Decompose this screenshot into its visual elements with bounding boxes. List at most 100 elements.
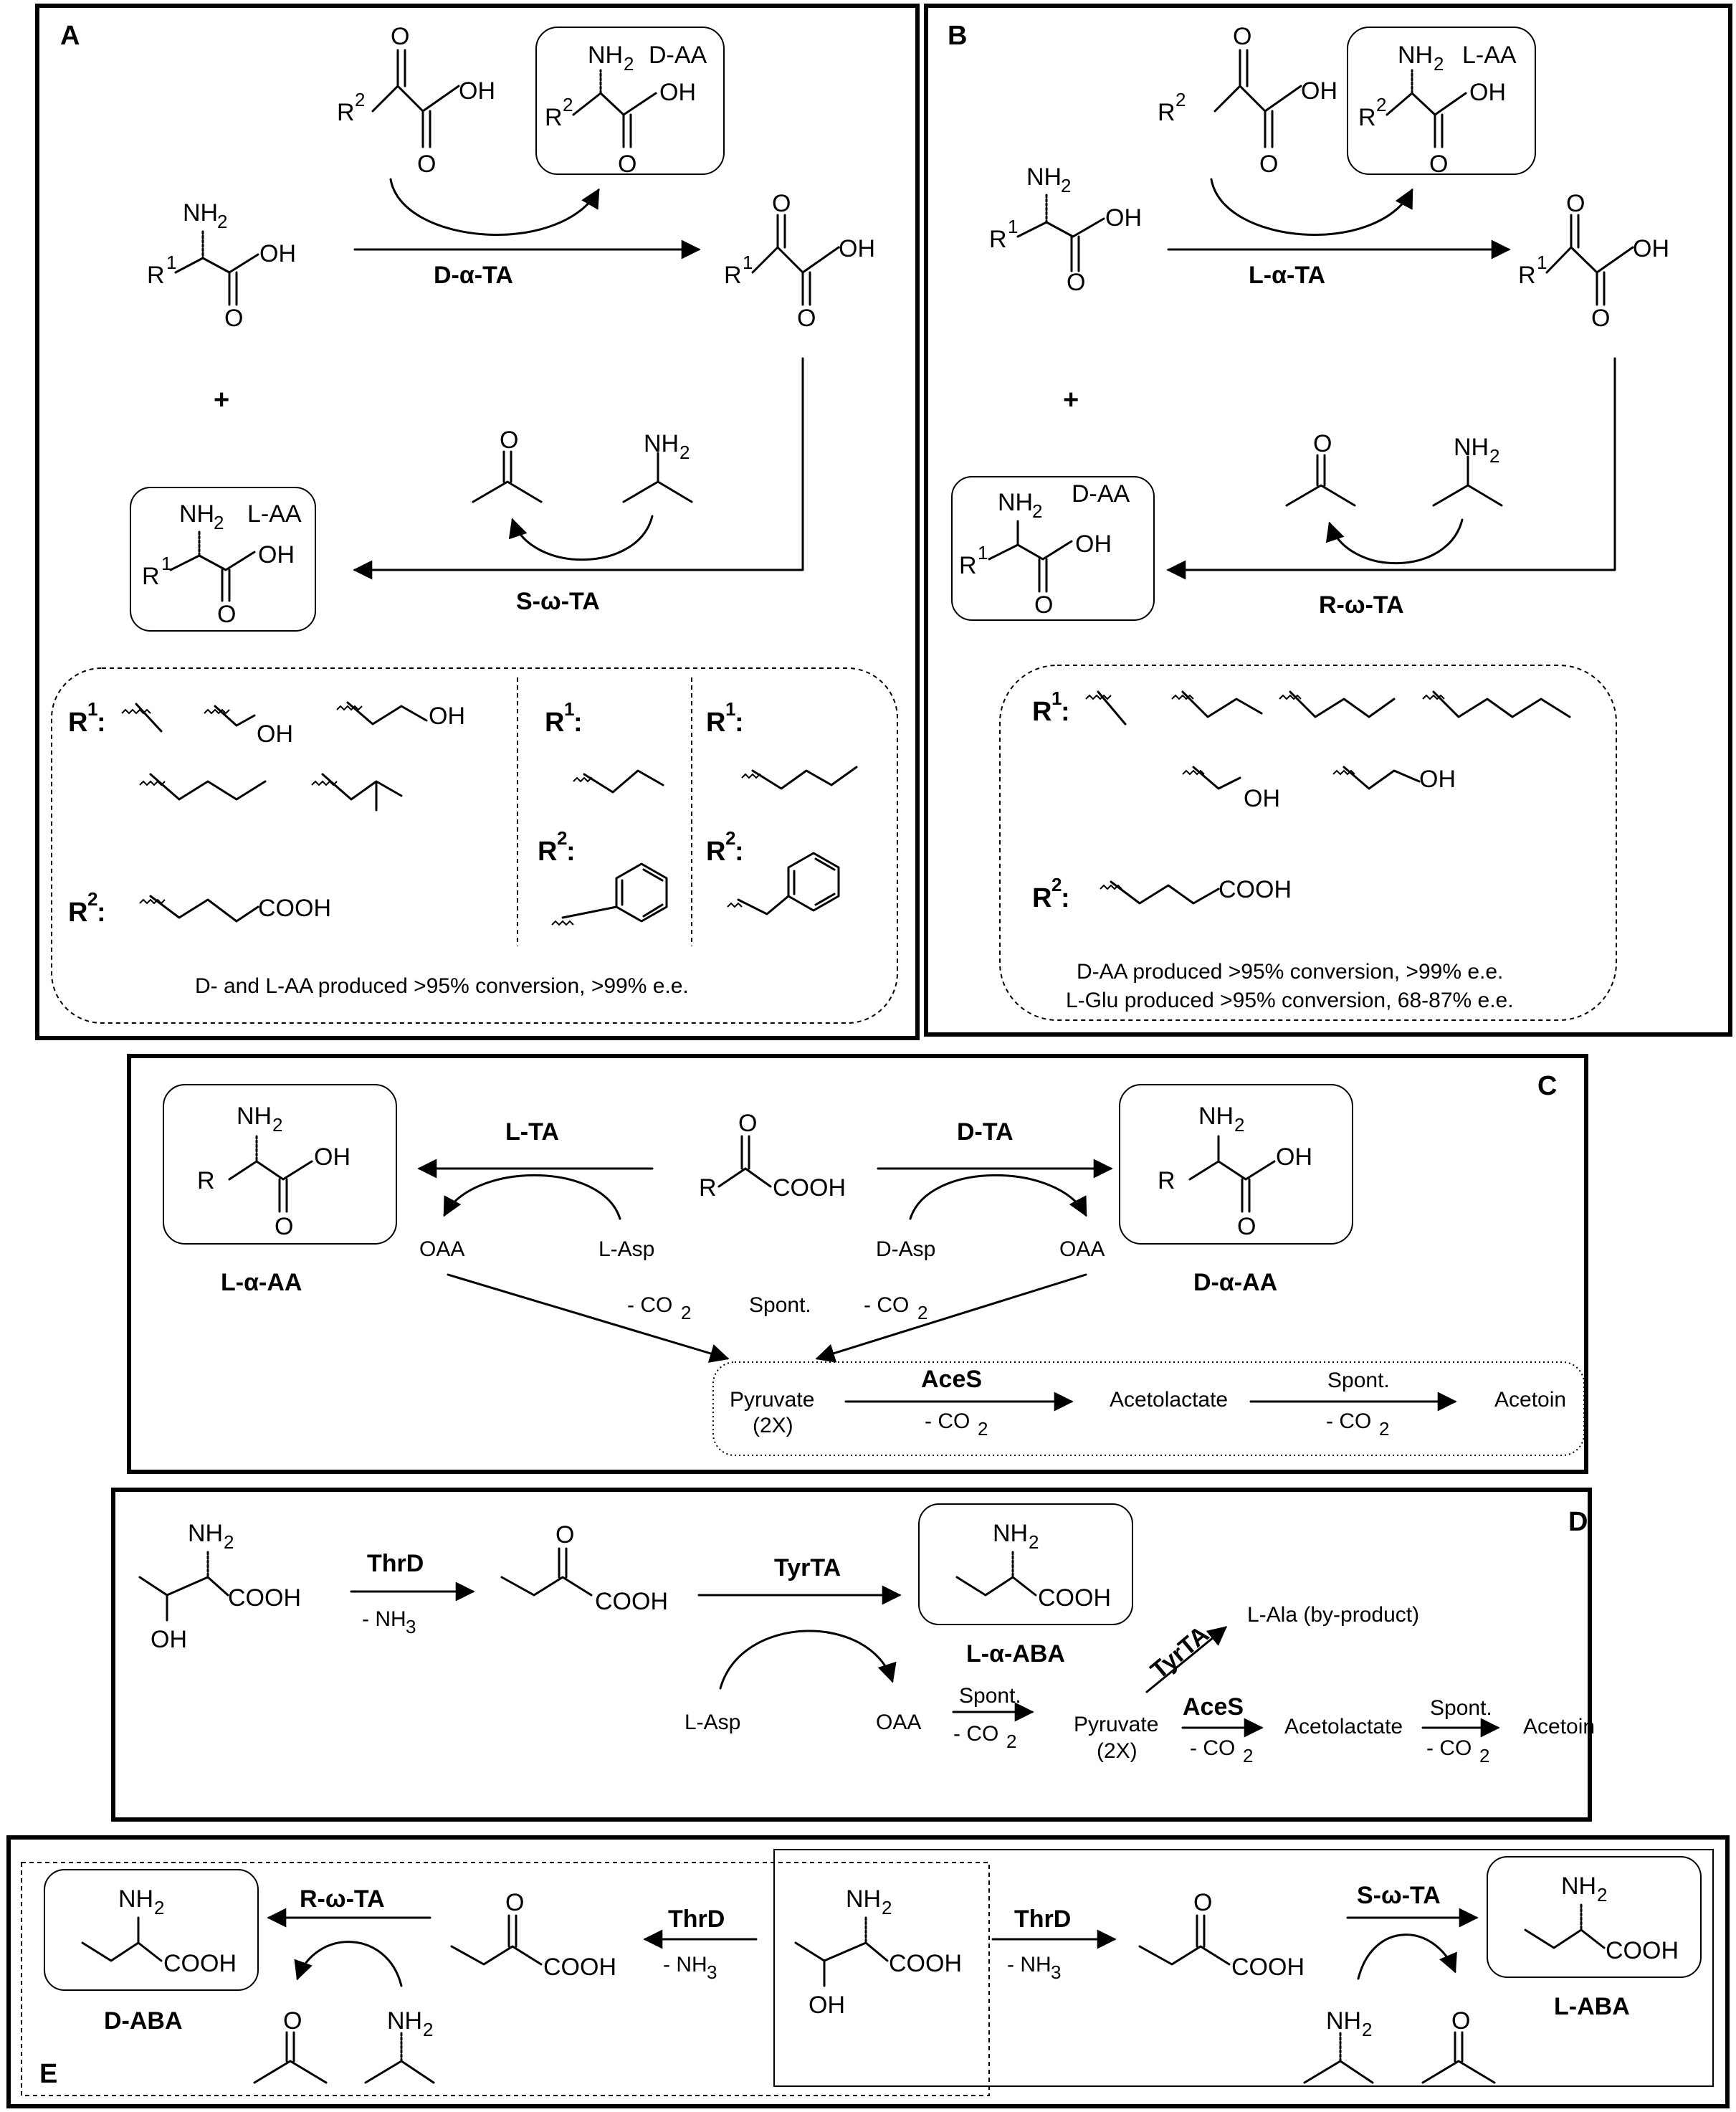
- svg-text:2: 2: [1434, 53, 1444, 75]
- svg-text:- CO: - CO: [1190, 1736, 1235, 1760]
- panel-e-right-enzyme: S-ω-TA: [1357, 1882, 1441, 1909]
- svg-text:COOH: COOH: [1231, 1954, 1305, 1981]
- panel-c-acetoin: Acetoin: [1494, 1388, 1566, 1412]
- svg-text:1: 1: [1537, 252, 1547, 273]
- panel-c-lasp: L-Asp: [598, 1237, 654, 1261]
- svg-text:2: 2: [1597, 1884, 1607, 1906]
- panel-c-frame: [127, 1054, 1588, 1474]
- panel-a-acetone: O: [472, 427, 543, 503]
- panel-e-right-curved-arrow: [1357, 1933, 1457, 1980]
- panel-a-enzyme-top: D-α-TA: [434, 262, 513, 289]
- panel-c-right-curved-arrow: [909, 1174, 1087, 1220]
- panel-c-pathway-box: [712, 1361, 1585, 1456]
- svg-text:2: 2: [154, 1897, 164, 1918]
- svg-text:R: R: [1032, 697, 1051, 727]
- svg-text:OH: OH: [314, 1143, 350, 1171]
- svg-text:COOH: COOH: [595, 1588, 668, 1615]
- panel-d-spont2: Spont.: [1430, 1696, 1492, 1720]
- panel-d-product: L-α-ABA: [966, 1640, 1065, 1668]
- svg-text:NH: NH: [1026, 163, 1062, 191]
- svg-text:3: 3: [1051, 1961, 1061, 1983]
- svg-text:OH: OH: [1633, 235, 1669, 262]
- svg-text:OH: OH: [257, 720, 293, 748]
- svg-text:R: R: [1518, 262, 1536, 289]
- svg-text:2: 2: [917, 1302, 927, 1323]
- panel-c-keto-acid: R O COOH: [699, 1110, 846, 1202]
- svg-text::: :: [1061, 697, 1070, 727]
- svg-text:NH: NH: [237, 1103, 272, 1130]
- svg-text:- CO: - CO: [925, 1409, 970, 1433]
- svg-text:COOH: COOH: [543, 1954, 616, 1981]
- svg-text:OH: OH: [1244, 785, 1280, 812]
- svg-text:- NH: - NH: [1007, 1953, 1051, 1977]
- panel-e-left-product: D-ABA: [104, 2007, 183, 2035]
- svg-text:NH: NH: [588, 42, 623, 69]
- svg-text:R: R: [197, 1167, 215, 1194]
- svg-text:3: 3: [406, 1616, 416, 1637]
- svg-text:OH: OH: [1276, 1143, 1312, 1171]
- svg-text:O: O: [772, 190, 791, 217]
- panel-b-enzyme-top: L-α-TA: [1249, 262, 1325, 289]
- svg-text:R: R: [959, 552, 977, 579]
- svg-text:D-AA: D-AA: [649, 42, 707, 69]
- panel-c-spont: Spont.: [749, 1293, 811, 1317]
- panel-a-product-box: [535, 27, 725, 175]
- svg-text::: :: [735, 708, 744, 738]
- svg-text:R: R: [545, 104, 563, 131]
- svg-text:2: 2: [1051, 874, 1062, 895]
- svg-text:2: 2: [1479, 1745, 1489, 1766]
- panel-a-l-aa-box: [130, 487, 316, 632]
- svg-text:2: 2: [1175, 89, 1186, 110]
- svg-text:O: O: [1259, 151, 1278, 178]
- panel-c-dasp: D-Asp: [876, 1237, 935, 1261]
- svg-text:2: 2: [1006, 1731, 1016, 1752]
- svg-text:OH: OH: [258, 541, 295, 569]
- svg-text:2: 2: [624, 53, 634, 75]
- svg-text:R: R: [68, 708, 87, 738]
- svg-text:R: R: [1158, 1167, 1175, 1194]
- svg-text:NH: NH: [993, 1520, 1028, 1547]
- svg-text:O: O: [224, 305, 243, 332]
- svg-text:O: O: [1237, 1213, 1256, 1240]
- svg-text:O: O: [1451, 2007, 1470, 2035]
- panel-c-right-box: [1119, 1084, 1353, 1245]
- svg-text:R: R: [706, 708, 725, 738]
- svg-text:2: 2: [882, 1897, 892, 1918]
- svg-text:2: 2: [725, 827, 735, 849]
- svg-text:COOH: COOH: [889, 1950, 962, 1977]
- panel-e-thrd-left: ThrD: [668, 1906, 725, 1933]
- svg-text:OH: OH: [1469, 79, 1506, 106]
- svg-text:1: 1: [725, 698, 735, 720]
- svg-text:NH: NH: [1561, 1873, 1596, 1900]
- svg-text:O: O: [1233, 23, 1251, 50]
- svg-text:COOH: COOH: [1606, 1937, 1679, 1964]
- panel-c-aces: AceS: [921, 1366, 982, 1393]
- svg-text:O: O: [1566, 190, 1585, 217]
- svg-text:- CO: - CO: [627, 1293, 672, 1317]
- svg-text:NH: NH: [179, 500, 214, 528]
- svg-text::: :: [97, 708, 106, 738]
- svg-text:O: O: [555, 1521, 574, 1549]
- svg-text:NH: NH: [1454, 434, 1489, 461]
- svg-text:2: 2: [1243, 1745, 1253, 1766]
- svg-text:2: 2: [563, 94, 573, 115]
- panel-a-curved-arrow-top: [389, 178, 600, 236]
- svg-text:R: R: [1158, 99, 1175, 126]
- panel-d-frame: [111, 1488, 1592, 1822]
- svg-text:1: 1: [87, 698, 97, 720]
- panel-c-left-curved-arrow: [443, 1174, 621, 1220]
- svg-text:2: 2: [87, 888, 97, 910]
- panel-e-right-box: [773, 1849, 1714, 2087]
